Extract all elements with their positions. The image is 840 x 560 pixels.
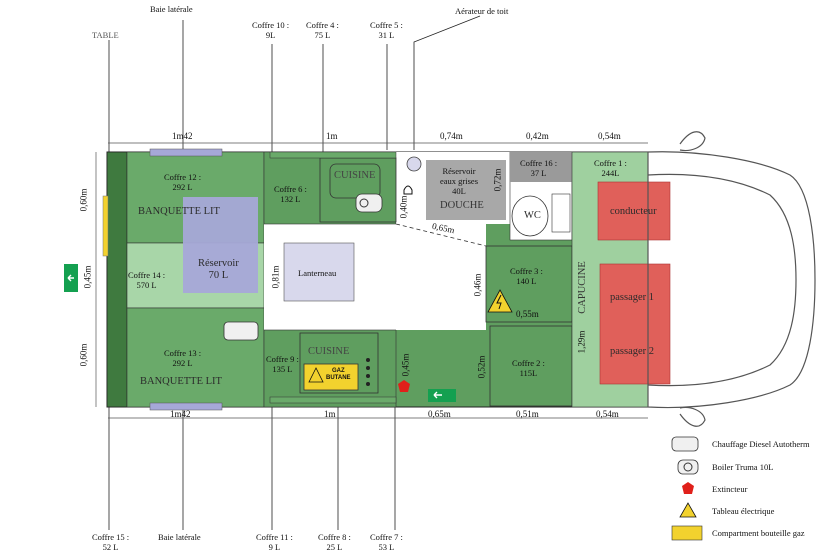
coffre16-label: Coffre 16 :37 L bbox=[520, 158, 558, 178]
coffre9-label: Coffre 9 :135 L bbox=[266, 354, 299, 374]
wc-label: WC bbox=[524, 210, 541, 221]
dim-bottom-5: 0,54m bbox=[596, 409, 619, 419]
dim-052: 0,52m bbox=[476, 355, 487, 379]
cuisine-top-label: CUISINE bbox=[334, 170, 376, 181]
label-coffre7: Coffre 7 :53 L bbox=[370, 532, 403, 552]
dim-left-3: 0,60m bbox=[78, 343, 89, 367]
coffre14-label: Coffre 14 :570 L bbox=[128, 270, 166, 290]
coffre3-label: Coffre 3 :140 L bbox=[510, 266, 543, 286]
coffre6-label: Coffre 6 :132 L bbox=[274, 184, 307, 204]
label-coffre15: Coffre 15 :52 L bbox=[92, 532, 130, 552]
label-coffre4: Coffre 4 :75 L bbox=[306, 20, 339, 40]
reservoir-water bbox=[183, 197, 258, 293]
label-baie-laterale-bottom: Baie latérale bbox=[158, 532, 201, 542]
lanterneau-label: Lanterneau bbox=[298, 268, 337, 278]
coffre12-label: Coffre 12 :292 L bbox=[164, 172, 202, 192]
toilet bbox=[511, 195, 549, 237]
dim-left-2: 0,45m bbox=[82, 265, 93, 289]
dim-045: 0,45m bbox=[400, 353, 411, 377]
dim-129: 1,29m bbox=[576, 330, 587, 354]
cuisine-bottom-label: CUISINE bbox=[308, 346, 350, 357]
dim-072: 0,72m bbox=[492, 168, 503, 192]
coffre2-label: Coffre 2 :115L bbox=[512, 358, 545, 378]
heater-icon bbox=[223, 321, 259, 341]
dim-left-1: 0,60m bbox=[78, 188, 89, 212]
window-bottom bbox=[149, 402, 223, 411]
dimension-lines bbox=[95, 142, 648, 419]
dim-081: 0,81m bbox=[270, 265, 281, 289]
conducteur-label: conducteur bbox=[610, 206, 657, 217]
roof-vent-icon bbox=[406, 156, 422, 172]
legend-extinguisher: Extincteur bbox=[712, 484, 748, 494]
douche-label: DOUCHE bbox=[440, 200, 484, 211]
coffre1-label: Coffre 1 :244L bbox=[594, 158, 627, 178]
dim-046: 0,46m bbox=[472, 273, 483, 297]
dim-top-1: 1m42 bbox=[172, 131, 193, 141]
dim-top-3: 0,74m bbox=[440, 131, 463, 141]
rear-door bbox=[102, 195, 109, 257]
label-aerateur: Aérateur de toit bbox=[455, 6, 509, 16]
cab-outline bbox=[647, 131, 816, 427]
legend-electric-panel: Tableau électrique bbox=[712, 506, 775, 516]
label-coffre5: Coffre 5 :31 L bbox=[370, 20, 403, 40]
dim-top-4: 0,42m bbox=[526, 131, 549, 141]
dim-055: 0,55m bbox=[516, 309, 539, 319]
dim-top-5: 0,54m bbox=[598, 131, 621, 141]
coffre13-label: Coffre 13 :292 L bbox=[164, 348, 202, 368]
label-coffre10: Coffre 10 :9L bbox=[252, 20, 290, 40]
capucine-label: CAPUCINE bbox=[576, 261, 588, 314]
label-coffre8: Coffre 8 :25 L bbox=[318, 532, 351, 552]
extinguisher-icon bbox=[398, 380, 410, 392]
label-table: TABLE bbox=[92, 30, 119, 40]
dim-top-2: 1m bbox=[326, 131, 338, 141]
window-top bbox=[149, 148, 223, 157]
dim-bottom-1: 1m42 bbox=[170, 409, 191, 419]
sink-top bbox=[329, 163, 381, 199]
rear-strip bbox=[106, 151, 128, 408]
legend-heater: Chauffage Diesel Autotherm bbox=[712, 439, 810, 449]
shower-head-icon bbox=[403, 185, 413, 195]
boiler-icon bbox=[355, 193, 383, 213]
label-baie-laterale-top: Baie latérale bbox=[150, 4, 193, 14]
banquette-bottom-label: BANQUETTE LIT bbox=[140, 376, 222, 387]
legend-icons bbox=[671, 436, 703, 541]
lanterneau-box bbox=[283, 242, 355, 302]
dim-bottom-3: 0,65m bbox=[428, 409, 451, 419]
label-coffre11: Coffre 11 :9 L bbox=[256, 532, 293, 552]
dim-bottom-4: 0,51m bbox=[516, 409, 539, 419]
legend-boiler: Boiler Truma 10L bbox=[712, 462, 774, 472]
seat-passagers bbox=[599, 263, 671, 385]
passager2-label: passager 2 bbox=[610, 346, 655, 357]
grey-water-tank bbox=[426, 160, 506, 220]
banquette-top-label: BANQUETTE LIT bbox=[138, 206, 220, 217]
electric-panel-icon bbox=[487, 289, 513, 313]
dim-bottom-2: 1m bbox=[324, 409, 336, 419]
legend-gas-compartment: Compartment bouteille gaz bbox=[712, 528, 805, 538]
dim-040: 0,40m bbox=[398, 195, 409, 219]
passager1-label: passager 1 bbox=[610, 292, 655, 303]
seat-conducteur bbox=[597, 181, 671, 241]
stove-burners bbox=[366, 358, 370, 386]
